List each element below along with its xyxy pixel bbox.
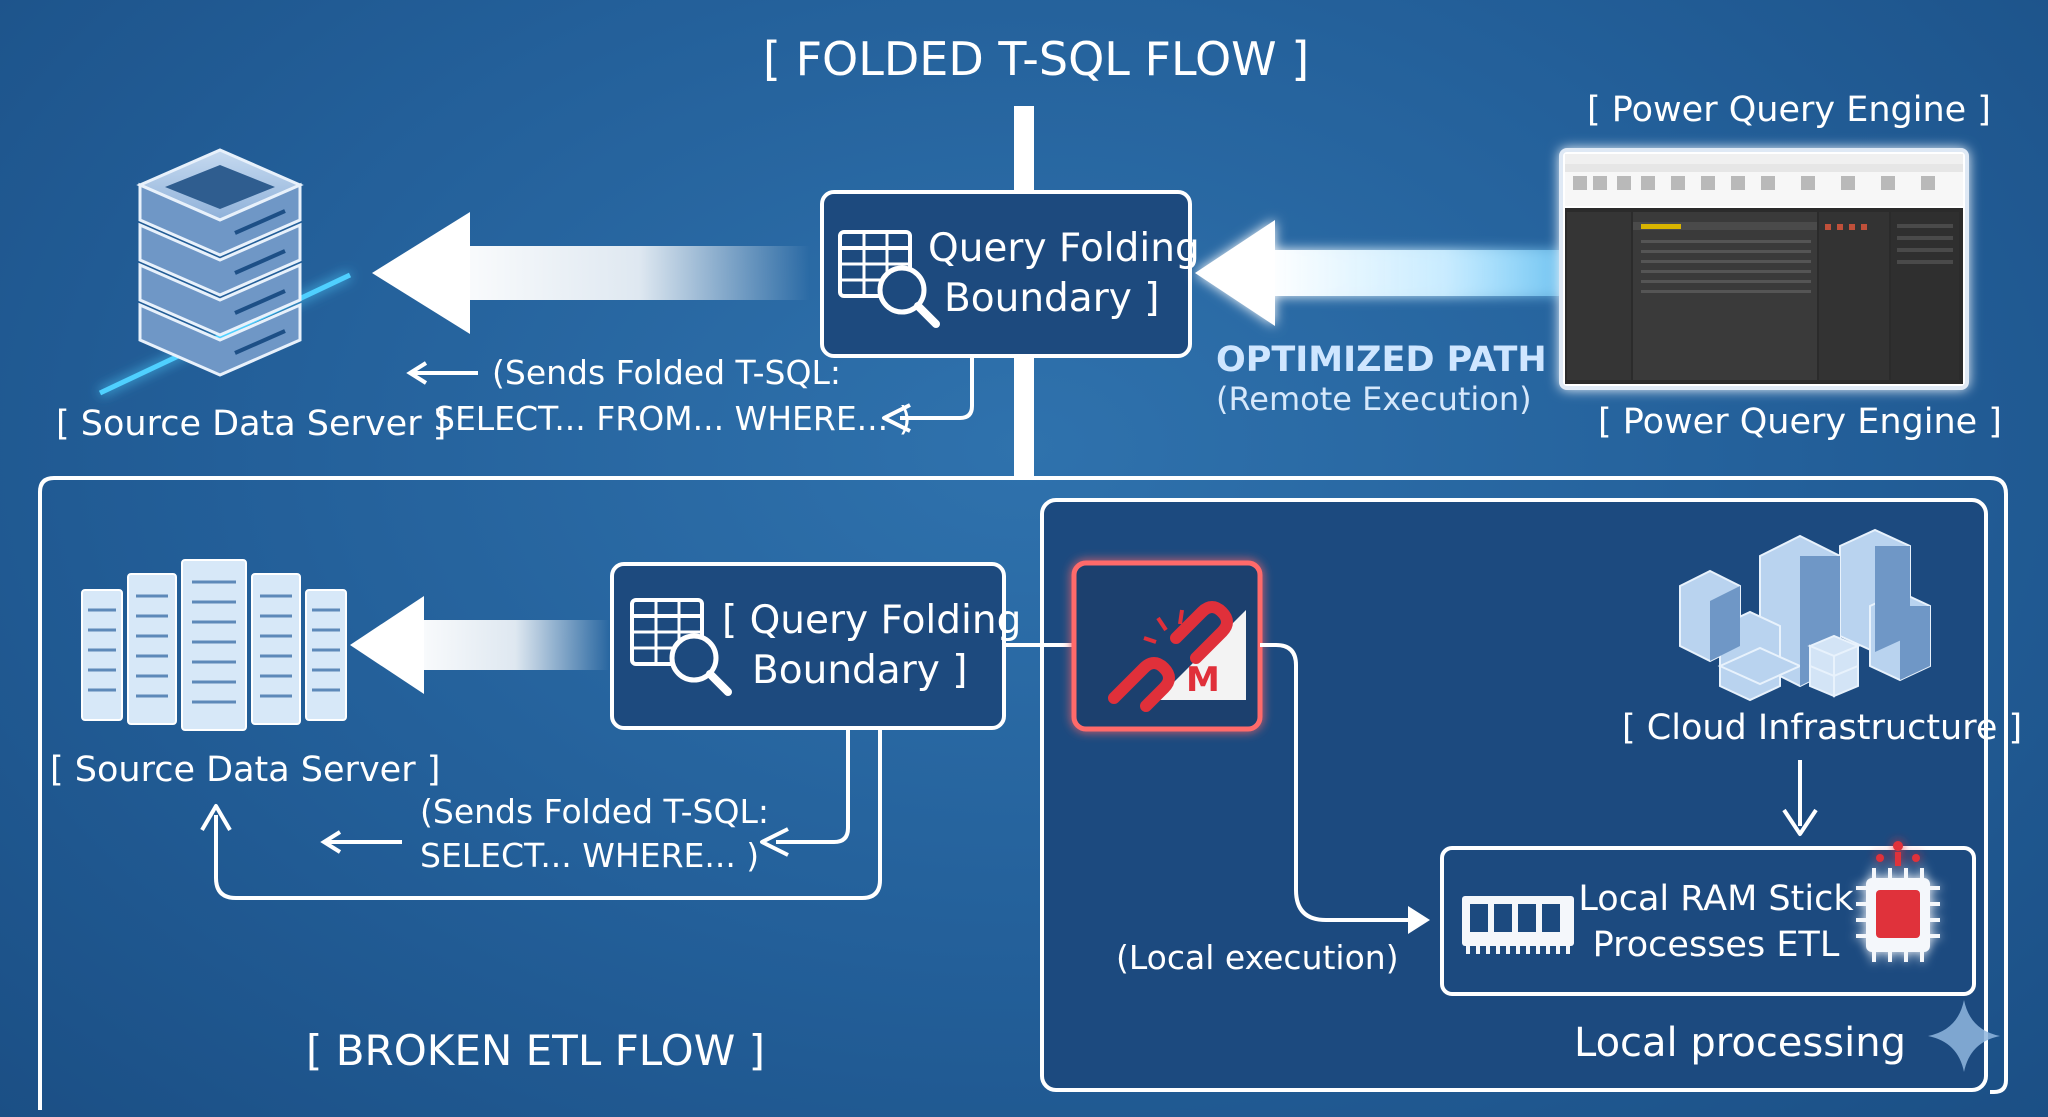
ram-text: Local RAM Stick Processes ETL (1576, 876, 1856, 968)
bottom-sends-line (776, 730, 850, 844)
ram-stick-icon (1462, 896, 1574, 954)
local-processing-outer-frame (1034, 476, 2008, 1094)
sparkle-icon (1928, 1000, 2000, 1072)
sends-tsql-return-line (900, 358, 974, 420)
optimized-path-arrow (1195, 220, 1565, 326)
sends-line-1: (Sends Folded T-SQL: (420, 792, 769, 831)
cpu-chip-icon (1856, 841, 1940, 962)
local-processing-label: Local processing (1574, 1020, 1906, 1066)
boundary-text-top: Query Folding Boundary ] (928, 224, 1200, 324)
ram-line-1: Local RAM Stick (1578, 879, 1854, 919)
local-execution-line (1260, 643, 1410, 922)
power-query-editor-screenshot (1559, 148, 1969, 390)
broken-etl-frame (38, 476, 1034, 1110)
ram-line-2: Processes ETL (1592, 925, 1840, 965)
bottom-return-loop (214, 730, 882, 900)
engine-label-top: [ Power Query Engine ] (1587, 90, 1991, 130)
optimized-path-subtitle: (Remote Execution) (1216, 380, 1532, 418)
sends-tsql-text-top: (Sends Folded T-SQL: SELECT... FROM... W… (434, 350, 912, 442)
folded-flow-title: [ FOLDED T-SQL FLOW ] (763, 32, 1310, 86)
table-search-icon (838, 230, 940, 328)
cloud-infrastructure-label: [ Cloud Infrastructure ] (1622, 708, 2023, 748)
query-folding-boundary-box (820, 190, 1192, 358)
small-left-arrow (320, 830, 402, 854)
small-left-arrow (406, 361, 478, 385)
broken-etl-title: [ BROKEN ETL FLOW ] (306, 1026, 765, 1075)
folded-result-arrow (372, 212, 810, 334)
boundary-text-bottom: [ Query Folding Boundary ] (722, 596, 1021, 696)
cloud-servers-icon (1679, 528, 1931, 702)
boundary-line-1: [ Query Folding (722, 598, 1022, 643)
source-label-top: [ Source Data Server ] (56, 404, 447, 444)
sends-line-1: (Sends Folded T-SQL: (492, 353, 841, 392)
local-ram-box (1440, 846, 1976, 996)
engine-label-bottom: [ Power Query Engine ] (1598, 402, 2002, 442)
table-search-icon (630, 598, 732, 696)
boundary-line-2: Boundary ] (944, 276, 1160, 321)
source-label-bottom: [ Source Data Server ] (50, 750, 441, 790)
local-execution-label: (Local execution) (1116, 938, 1399, 977)
broken-badge-letter: M (1186, 660, 1220, 700)
boundary-line-1: Query Folding (928, 226, 1200, 271)
server-stack-icon (98, 148, 352, 396)
broken-link-icon (1108, 601, 1246, 712)
optimized-path-title: OPTIMIZED PATH (1216, 340, 1547, 380)
sends-line-2: SELECT... WHERE... ) (420, 836, 760, 875)
sends-tsql-text-bottom: (Sends Folded T-SQL: SELECT... WHERE... … (420, 790, 769, 878)
boundary-line-2: Boundary ] (752, 648, 968, 693)
bottom-result-arrow (350, 596, 610, 694)
optimized-path-text: OPTIMIZED PATH (Remote Execution) (1216, 340, 1547, 418)
sends-line-2: SELECT... FROM... WHERE... ) (434, 399, 912, 438)
server-rack-icon (81, 559, 347, 731)
